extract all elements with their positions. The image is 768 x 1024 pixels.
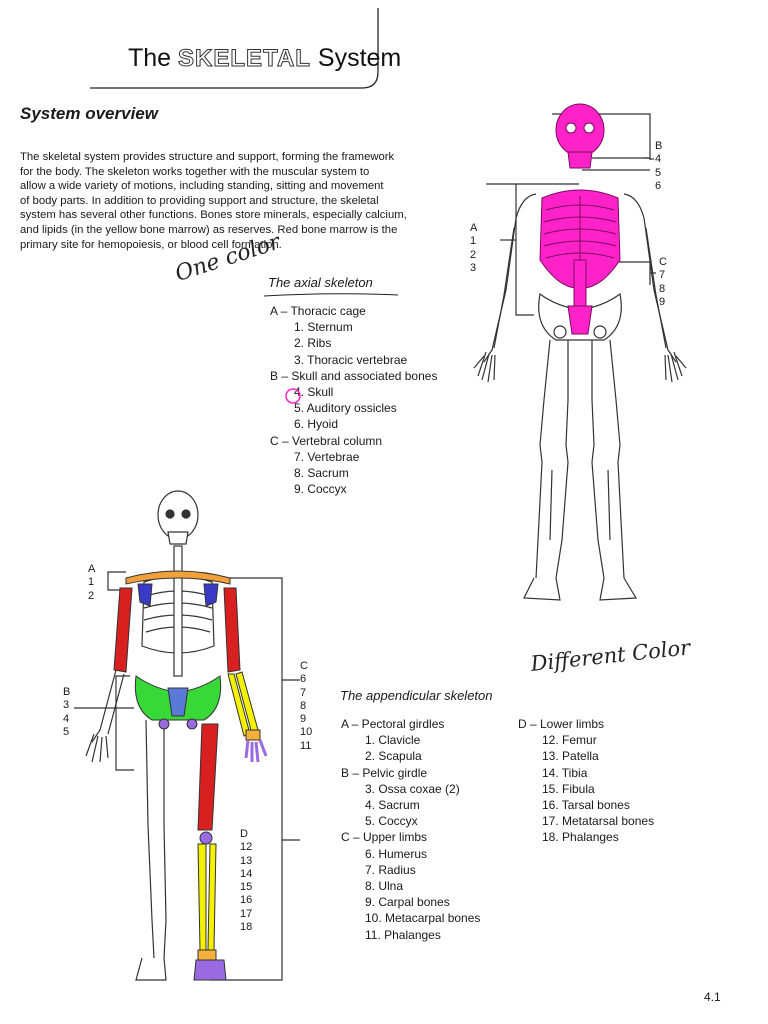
list-group-heading: A – Pectoral girdles xyxy=(341,717,445,731)
list-group-heading: B – Pelvic girdle xyxy=(341,765,428,780)
list-subitem: 5. Coccyx xyxy=(365,814,418,829)
paragraph-line: of body parts. In addition to providing … xyxy=(20,194,379,207)
section-heading-overview: System overview xyxy=(20,104,158,123)
figure-label: 6 xyxy=(300,673,307,686)
heading-underline xyxy=(263,293,399,297)
figure-label: 16 xyxy=(240,894,253,907)
figure-label: 13 xyxy=(240,854,253,867)
figure-label: 2 xyxy=(470,248,477,261)
list-subitem: 1. Sternum xyxy=(294,320,353,335)
list-subitem: 13. Patella xyxy=(542,749,599,764)
figure-label: 7 xyxy=(659,269,666,282)
overview-paragraph: The skeletal system provides structure a… xyxy=(20,150,445,252)
figure-label: 3 xyxy=(63,699,70,712)
list-subitem: 16. Tarsal bones xyxy=(542,798,630,813)
list-group-heading: A – Thoracic cage xyxy=(270,304,366,318)
figure-label: 9 xyxy=(300,713,307,726)
paragraph-line: for the body. The skeleton works togethe… xyxy=(20,165,370,178)
figure-label: 12 xyxy=(240,841,253,854)
list-subitem: 18. Phalanges xyxy=(542,830,619,845)
list-subitem: 5. Auditory ossicles xyxy=(294,401,397,416)
figure-label: 5 xyxy=(655,166,662,179)
list-group-heading: D – Lower limbs xyxy=(518,717,605,731)
figure-label: 10 xyxy=(300,726,313,739)
axial-heading: The axial skeleton xyxy=(268,275,373,290)
paragraph-line: system has several other functions. Bone… xyxy=(20,209,407,222)
page-title: The SKELETAL System xyxy=(128,44,402,73)
list-group-heading: B – Skull and associated bones xyxy=(270,368,438,383)
figure-label: 1 xyxy=(88,576,95,589)
figure-label: C xyxy=(659,256,667,268)
list-subitem: 10. Metacarpal bones xyxy=(365,911,481,926)
page-number: 4.1 xyxy=(704,990,721,1004)
figure-label: 17 xyxy=(240,907,253,920)
list-subitem: 9. Carpal bones xyxy=(365,895,450,910)
list-subitem: 17. Metatarsal bones xyxy=(542,814,655,829)
list-subitem: 8. Ulna xyxy=(365,879,404,894)
paragraph-line: allow a wide variety of motions, includi… xyxy=(20,180,384,193)
hand-circle-mark xyxy=(285,388,301,404)
figure-label: 4 xyxy=(655,153,662,166)
list-subitem: 6. Hyoid xyxy=(294,417,339,432)
figure-label: 6 xyxy=(655,179,662,192)
list-subitem: 14. Tibia xyxy=(542,765,588,780)
figure-label: A xyxy=(88,563,96,575)
title-frame xyxy=(90,8,379,89)
figure-label: 5 xyxy=(63,725,70,738)
list-subitem: 4. Skull xyxy=(294,385,334,400)
list-subitem: 11. Phalanges xyxy=(365,927,441,942)
appendicular-heading: The appendicular skeleton xyxy=(340,688,493,703)
figure-label: 7 xyxy=(300,686,307,699)
list-subitem: 2. Scapula xyxy=(365,749,422,764)
list-subitem: 1. Clavicle xyxy=(365,733,421,748)
figure-label: B xyxy=(63,686,71,698)
appendicular-skeleton-figure xyxy=(74,490,300,981)
figure-label: 3 xyxy=(470,261,477,274)
list-subitem: 7. Radius xyxy=(365,862,416,877)
list-subitem: 6. Humerus xyxy=(365,846,428,861)
paragraph-line: and lipids (in the yellow bone marrow) a… xyxy=(20,223,398,236)
figure-label: 1 xyxy=(470,235,477,248)
handwritten-note-different-color: Different Color xyxy=(529,635,692,676)
figure-label: 14 xyxy=(240,867,253,880)
list-subitem: 2. Ribs xyxy=(294,336,332,351)
list-subitem: 9. Coccyx xyxy=(294,482,347,497)
list-subitem: 4. Sacrum xyxy=(365,798,420,813)
figure-label: 2 xyxy=(88,589,95,602)
figure-label: 11 xyxy=(300,739,312,752)
list-subitem: 3. Thoracic vertebrae xyxy=(294,352,408,367)
list-group-heading: C – Upper limbs xyxy=(341,830,428,845)
figure-label: C xyxy=(300,660,308,672)
figure-label: 8 xyxy=(300,699,307,712)
figure-label: 9 xyxy=(659,295,666,308)
list-subitem: 12. Femur xyxy=(542,733,597,748)
list-subitem: 8. Sacrum xyxy=(294,466,349,481)
list-subitem: 15. Fibula xyxy=(542,781,595,796)
axial-skeleton-figure xyxy=(473,103,687,601)
paragraph-line: primary site for hemopoiesis, or blood c… xyxy=(20,238,282,251)
figure-label: A xyxy=(470,222,478,234)
figure-label: 18 xyxy=(240,921,253,934)
figure-label: 15 xyxy=(240,881,253,894)
list-subitem: 3. Ossa coxae (2) xyxy=(365,781,460,796)
list-group-heading: C – Vertebral column xyxy=(270,433,383,448)
list-subitem: 7. Vertebrae xyxy=(294,449,360,464)
figure-label: D xyxy=(240,828,248,840)
paragraph-line: The skeletal system provides structure a… xyxy=(20,151,395,163)
figure-label: B xyxy=(655,140,663,152)
figure-label: 4 xyxy=(63,712,70,725)
figure-label: 8 xyxy=(659,282,666,295)
